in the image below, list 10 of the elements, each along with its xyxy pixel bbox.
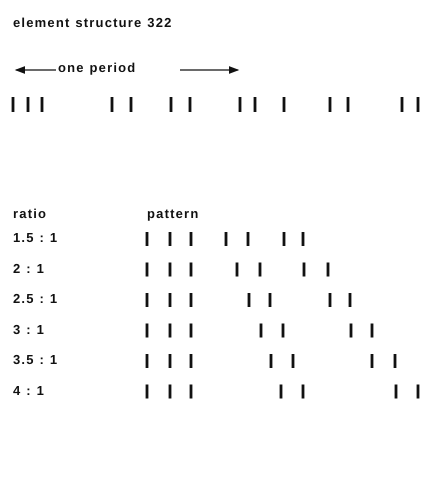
title: element structure 322: [13, 15, 173, 30]
ratio-value: 3 : 1: [13, 322, 46, 336]
ratio-value: 2 : 1: [13, 260, 46, 276]
column-header: pattern: [147, 206, 200, 221]
column-header: ratio: [13, 206, 48, 221]
ratio-value: 4 : 1: [13, 382, 46, 398]
ratio-value: 1.5 : 1: [13, 230, 58, 245]
dimension-label: one period: [58, 60, 136, 75]
ratio-value: 3.5 : 1: [13, 352, 58, 367]
ratio-value: 2.5 : 1: [13, 291, 58, 306]
